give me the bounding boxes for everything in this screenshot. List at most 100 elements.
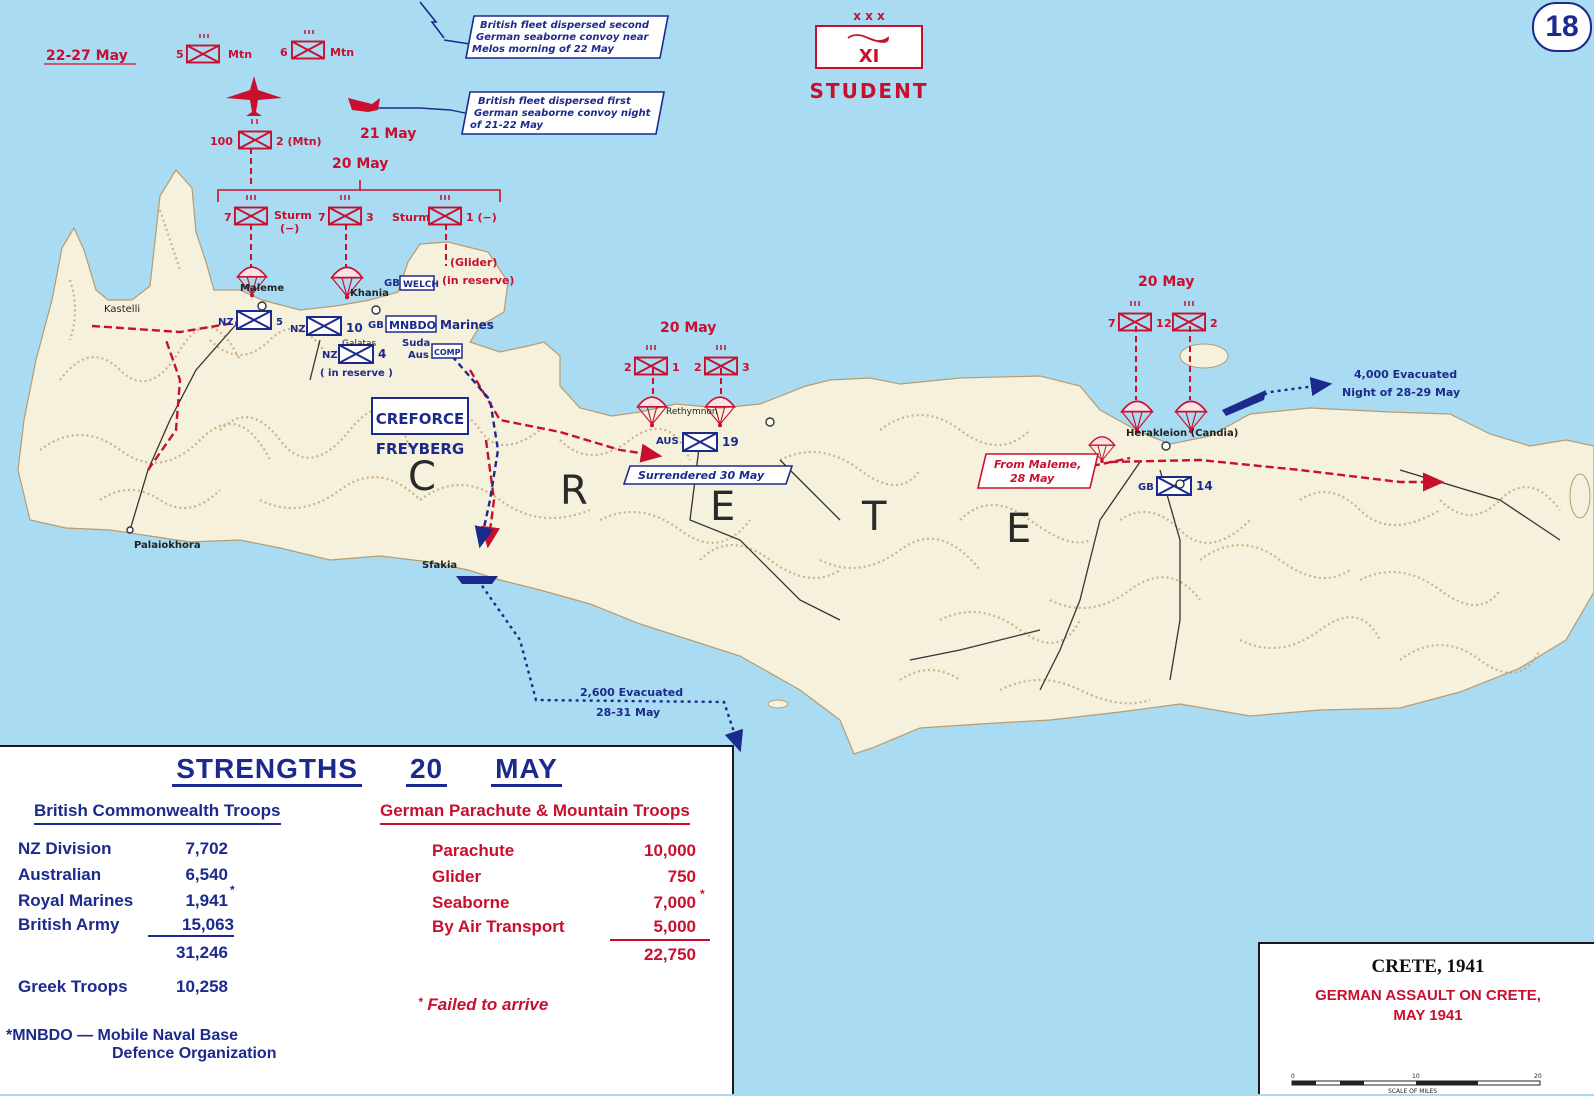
british-row-value: 15,063 [148,915,234,937]
label-2d: 2 [1210,317,1218,330]
place-rethymnon: Rethymnon [666,407,718,417]
label-2c: 2 [1164,317,1172,330]
note-fleet-first: German seaborne convoy night [474,108,652,119]
asterisk: * [700,887,705,901]
german-row-label: By Air Transport [432,917,565,936]
label-4: 4 [378,347,386,361]
label-6: 6 [280,46,288,59]
label-glider-reserve: (in reserve) [442,274,514,287]
british-row-value: 1,941 [185,891,228,910]
scale-caption: SCALE OF MILES [1388,1088,1437,1095]
islet [1179,343,1229,369]
unit-nz-10 [306,316,342,336]
fleet-action-icon [378,107,471,115]
german-row-value: 5,000 [653,917,696,936]
label-sturm-minus: (−) [280,222,299,235]
note-from-maleme: 28 May [1010,472,1055,485]
note-fleet-second: Melos morning of 22 May [472,44,614,55]
note-evac-east: Night of 28-29 May [1342,386,1460,399]
label-suda: Suda [402,338,430,349]
mnbdo-footnote: Defence Organization [112,1045,277,1062]
label-5: 5 [276,317,283,328]
corps-commander: STUDENT [810,79,929,103]
date-22-27-may: 22-27 May [46,48,128,64]
drop-bracket [217,180,501,202]
note-evac-south: 2,600 Evacuated [580,686,683,699]
map-number-badge: 18 [1532,2,1592,52]
label-freyberg: FREYBERG [376,440,464,458]
label-10: 10 [346,321,363,335]
british-heading: British Commonwealth Troops [34,801,281,825]
label-7c: 7 [1108,317,1116,330]
note-fleet-second: British fleet dispersed second [480,20,650,31]
german-row-value: 7,000 [653,893,696,912]
scale-bar: 0 10 20 SCALE OF MILES [1291,1073,1542,1095]
british-row-label: Australian [18,865,102,884]
place-herakleion: Herakleion (Candia) [1126,428,1238,439]
label-creforce: CREFORCE [376,410,465,428]
label-7b: 7 [318,211,326,224]
unit-nz-5 [236,310,272,330]
german-row-value: 10,000 [644,841,696,860]
note-fleet-first: of 21-22 May [470,120,544,131]
label-comp: COMP [434,348,461,357]
crete-letter: R [560,468,588,514]
mnbdo-footnote: *MNBDO — Mobile Naval Base [6,1027,239,1044]
note-fleet-second: German seaborne convoy near [476,32,649,43]
date-20-may-west: 20 May [332,156,388,172]
label-100: 100 [210,135,233,148]
subtitle-line: MAY 1941 [1393,1007,1463,1024]
note-boxes [461,15,794,485]
unit-gb-14 [1156,476,1192,496]
label-nz: NZ [218,317,234,328]
place-khania: Khania [350,288,389,299]
label-gb: GB [384,278,400,289]
ship-icon [456,576,498,584]
label-nz: NZ [290,324,306,335]
label-sturm-b: Sturm [392,211,430,224]
title-part: 20 [405,753,448,787]
scale-tick: 10 [1412,1073,1420,1080]
crete-letter: C [408,454,436,500]
label-nz: NZ [322,350,338,361]
label-aus: Aus [408,350,429,361]
british-row-value: 7,702 [185,839,228,858]
ship-icon [1222,390,1266,416]
place-palaiokhora: Palaiokhora [134,540,201,551]
note-fleet-first: British fleet dispersed first [478,96,632,107]
from-maleme-box [976,453,1100,489]
greek-value: 10,258 [176,977,228,996]
german-total: 22,750 [644,945,696,964]
crete-letter: E [1006,506,1031,552]
label-mtn: Mtn [228,48,252,61]
label-glider: (Glider) [450,256,497,269]
label-14: 14 [1196,479,1213,493]
unit-welch-box [399,275,435,291]
islet [767,699,789,709]
fleet-action-icon [443,39,471,45]
label-gb: GB [368,320,384,331]
roads [129,319,1561,691]
label-2a: 2 [624,361,632,374]
german-row-label: Seaborne [432,893,510,912]
label-mnbdo: MNBDO [389,319,436,332]
islet [1569,473,1591,519]
crete-letter: E [710,484,735,530]
place-maleme: Maleme [240,283,284,294]
place-galatas: Galatas [342,339,377,349]
creforce-box [371,397,469,435]
label-1a: 1 [672,361,680,374]
town-markers [126,301,1185,534]
label-gb: GB [1138,482,1154,493]
label-sturm: Sturm [274,209,312,222]
title-part: MAY [491,753,562,787]
date-21-may: 21 May [360,126,416,142]
label-5: 5 [176,48,184,61]
label-3: 3 [366,211,374,224]
date-20-may-rethymnon: 20 May [660,320,716,336]
scale-tick: 20 [1534,1073,1542,1080]
note-evac-south: 28-31 May [596,706,660,719]
label-1c: 1 [1156,317,1164,330]
british-row-value: 6,540 [185,865,228,884]
